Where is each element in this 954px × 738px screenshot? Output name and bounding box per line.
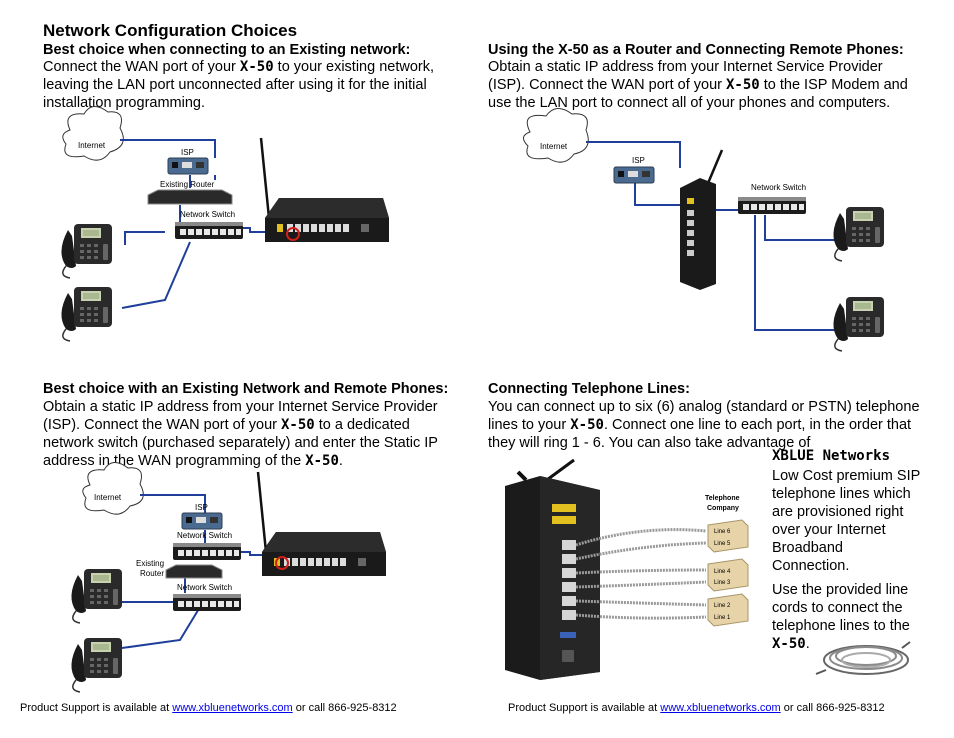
phone-jack-icon [707, 558, 749, 592]
router-icon [165, 564, 223, 579]
wan-port-highlight [286, 227, 300, 241]
diagram-existing-network-remote-phones: Internet ISP Network Switch Existing Rou… [70, 462, 388, 693]
line4-label: Line 4 [714, 569, 731, 575]
router-label: Router [140, 569, 164, 578]
section2-heading: Using the X-50 as a Router and Connectin… [488, 42, 904, 58]
support-link[interactable]: www.xbluenetworks.com [660, 702, 781, 714]
wan-port-highlight [275, 556, 289, 570]
network-switch-label: Network Switch [177, 583, 232, 592]
section4-text: You can connect up to six (6) analog (st… [488, 399, 920, 451]
internet-label: Internet [94, 493, 122, 502]
ip-phone-icon [70, 637, 123, 693]
phone-jack-icon [707, 593, 749, 627]
network-switch-icon [173, 594, 241, 611]
section2-text: Obtain a static IP address from your Int… [488, 59, 908, 111]
internet-cloud-icon [523, 108, 589, 163]
ip-phone-icon [60, 286, 113, 342]
line5-label: Line 5 [714, 541, 731, 547]
ip-phone-icon [832, 206, 885, 262]
isp-modem-icon [613, 166, 655, 184]
network-switch-label: Network Switch [180, 210, 235, 219]
x50-device-icon [680, 178, 716, 290]
line1-label: Line 1 [714, 615, 731, 621]
diagram-existing-network: Internet ISP Existing Router Network Swi… [60, 106, 391, 342]
network-switch-icon [175, 222, 243, 239]
footer-right: Product Support is available at www.xblu… [508, 702, 885, 714]
brand-name: XBLUE Networks [772, 448, 891, 464]
ip-phone-icon [832, 296, 885, 352]
section3-heading: Best choice with an Existing Network and… [43, 381, 449, 397]
company-label: Company [707, 505, 739, 512]
product-name: X-50 [305, 453, 339, 469]
support-link[interactable]: www.xbluenetworks.com [172, 702, 293, 714]
internet-label: Internet [78, 141, 106, 150]
phone-jack-icon [707, 519, 749, 553]
network-switch-icon [173, 543, 241, 560]
product-name: X-50 [726, 77, 760, 93]
section4-heading: Connecting Telephone Lines: [488, 381, 690, 397]
existing-router-label: Existing Router [160, 180, 215, 189]
isp-label: ISP [181, 148, 194, 157]
line6-label: Line 6 [714, 529, 731, 535]
internet-cloud-icon [82, 462, 144, 515]
network-switch-label: Network Switch [177, 531, 232, 540]
line2-label: Line 2 [714, 603, 731, 609]
section1-text: Connect the WAN port of your X-50 to you… [43, 59, 435, 111]
product-name: X-50 [772, 636, 806, 652]
line3-label: Line 3 [714, 580, 731, 586]
diagram-telephone-lines: Telephone Company Line 6 Line 5 Line 4 L… [505, 458, 911, 680]
ip-phone-icon [70, 568, 123, 624]
page-title: Network Configuration Choices [43, 21, 298, 40]
product-name: X-50 [239, 59, 274, 75]
isp-modem-icon [167, 157, 209, 175]
network-switch-label: Network Switch [751, 183, 806, 192]
sip-lines-text: Low Cost premium SIP telephone lines whi… [772, 468, 921, 574]
internet-cloud-icon [62, 106, 124, 161]
section1-heading: Best choice when connecting to an Existi… [43, 42, 411, 58]
existing-label: Existing [136, 559, 164, 568]
product-name: X-50 [281, 417, 315, 433]
line-cord-bundle-icon [815, 641, 911, 675]
isp-label: ISP [632, 156, 645, 165]
line-cords-text: Use the provided line cords to connect t… [772, 582, 910, 652]
isp-label: ISP [195, 503, 208, 512]
section3-text: Obtain a static IP address from your Int… [43, 399, 438, 469]
isp-modem-icon [181, 512, 223, 530]
product-name: X-50 [570, 417, 604, 433]
footer-left: Product Support is available at www.xblu… [20, 702, 397, 714]
telephone-label: Telephone [705, 495, 740, 502]
ip-phone-icon [60, 223, 113, 279]
network-switch-icon [738, 197, 806, 214]
internet-label: Internet [540, 142, 568, 151]
x50-device-icon [259, 136, 391, 244]
diagram-router-remote-phones: Internet ISP Network Switch [523, 108, 885, 352]
router-icon [147, 189, 233, 205]
